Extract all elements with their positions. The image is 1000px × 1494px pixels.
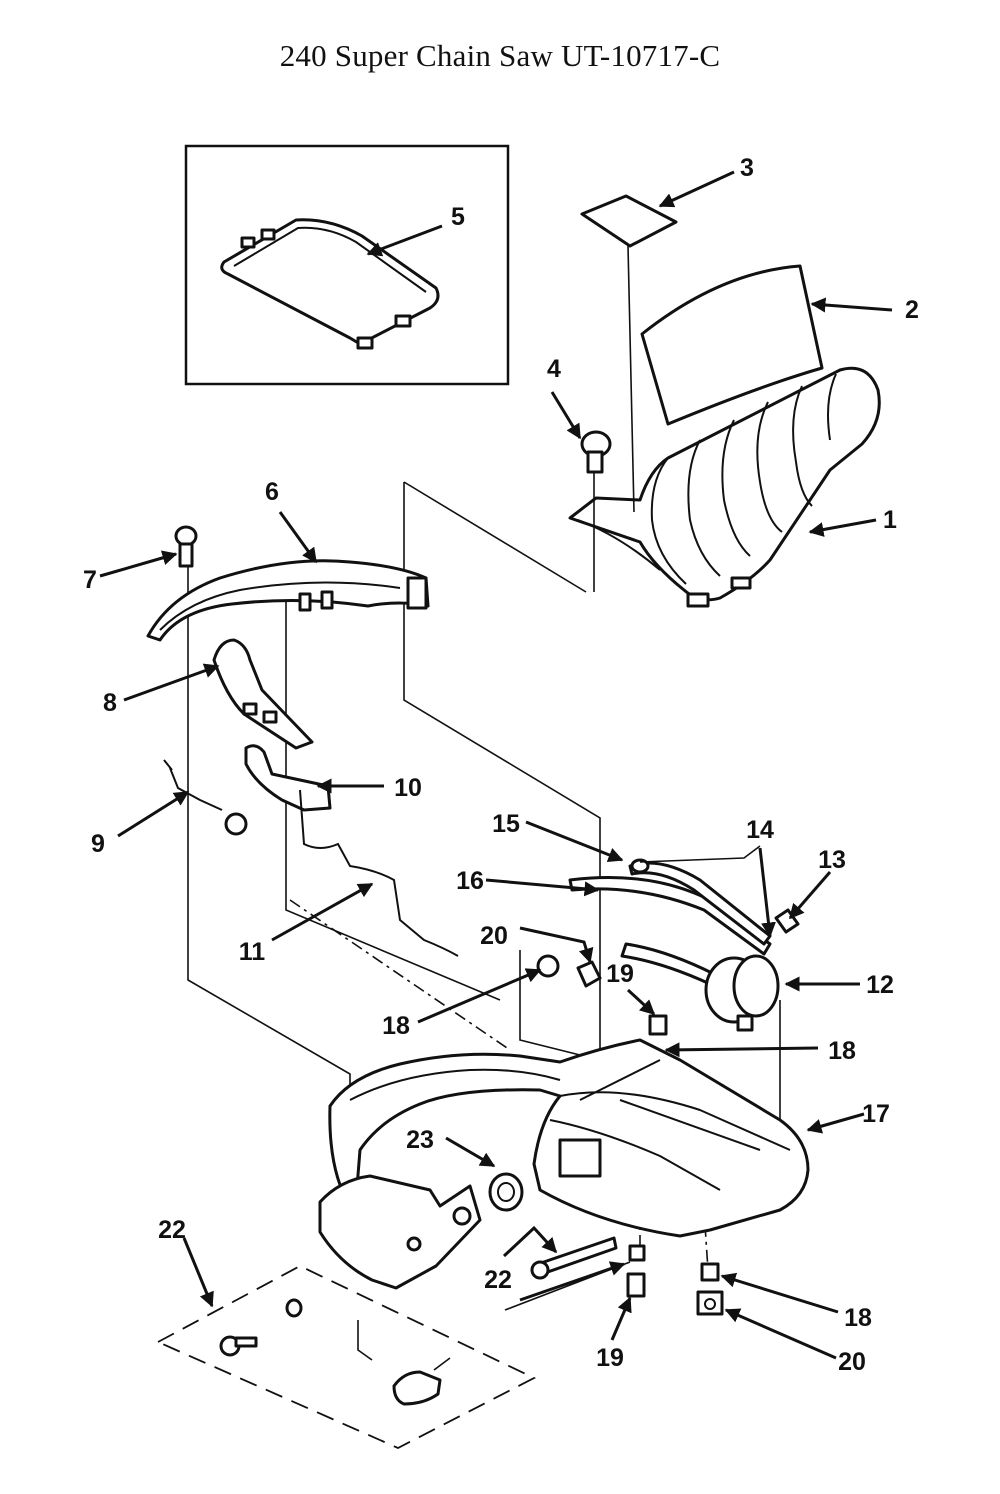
part-22-screw-lower xyxy=(530,1236,618,1280)
callout-5: 5 xyxy=(451,203,465,231)
callout-18-right: 18 xyxy=(828,1037,856,1065)
part-6-top-handle xyxy=(146,559,430,642)
callout-1: 1 xyxy=(883,506,897,534)
callout-11: 11 xyxy=(239,938,266,966)
part-18-nut-lower xyxy=(700,1262,720,1282)
callout-6: 6 xyxy=(265,478,279,506)
callout-20-lower: 20 xyxy=(838,1348,866,1376)
part-19-washer-lower-b xyxy=(626,1272,646,1298)
part-4-knob xyxy=(580,430,612,474)
callout-17: 17 xyxy=(862,1100,890,1128)
part-20-bushing-upper xyxy=(576,960,602,988)
callout-19-lower: 19 xyxy=(596,1344,624,1372)
part-22-bracket xyxy=(318,1174,482,1290)
callout-18-lower: 18 xyxy=(844,1304,872,1332)
part-8-trigger-lock xyxy=(212,638,314,750)
callout-13: 13 xyxy=(818,846,846,874)
callout-10: 10 xyxy=(394,774,422,802)
part-5-filter-cover xyxy=(220,218,440,350)
callout-4: 4 xyxy=(547,355,561,383)
callout-2: 2 xyxy=(905,296,919,324)
inset-box xyxy=(184,144,510,386)
page-title: 240 Super Chain Saw UT-10717-C xyxy=(279,38,721,73)
part-19-washer-upper xyxy=(648,1014,668,1036)
callout-22-kit: 22 xyxy=(158,1216,186,1244)
part-11-throttle-rod xyxy=(299,789,459,957)
part-1-air-filter xyxy=(568,366,881,608)
callout-3: 3 xyxy=(740,154,754,182)
part-9-spring xyxy=(163,759,248,836)
part-20-bushing-lower xyxy=(696,1290,724,1316)
callout-9: 9 xyxy=(91,830,105,858)
callout-8: 8 xyxy=(103,689,117,717)
callout-20-upper: 20 xyxy=(480,922,508,950)
callout-18-left: 18 xyxy=(382,1012,410,1040)
part-23-gear xyxy=(488,1172,524,1212)
part-2-decal xyxy=(640,264,824,426)
part-19-washer-lower-a xyxy=(628,1244,646,1262)
callout-16: 16 xyxy=(456,867,484,895)
part-13-grommet xyxy=(774,908,800,934)
callout-22-screw: 22 xyxy=(484,1266,512,1294)
part-7-screw xyxy=(174,525,198,568)
callout-7: 7 xyxy=(83,566,97,594)
part-10-throttle-trigger xyxy=(244,744,332,812)
callout-23: 23 xyxy=(406,1126,434,1154)
part-3-label-plate xyxy=(580,194,678,248)
leader-arrows xyxy=(99,170,893,1360)
callout-labels: 3 2 5 4 1 6 7 8 9 10 11 15 16 14 13 12 2… xyxy=(83,154,919,1376)
callout-12: 12 xyxy=(866,971,894,999)
callout-19-upper: 19 xyxy=(606,960,634,988)
part-18-nut-upper-left xyxy=(536,954,560,978)
part-22-kit-group xyxy=(155,1264,537,1449)
callout-14: 14 xyxy=(746,816,774,844)
part-12-fuel-filter xyxy=(620,942,780,1032)
callout-15: 15 xyxy=(492,810,520,838)
part-15-clamp xyxy=(628,858,772,946)
